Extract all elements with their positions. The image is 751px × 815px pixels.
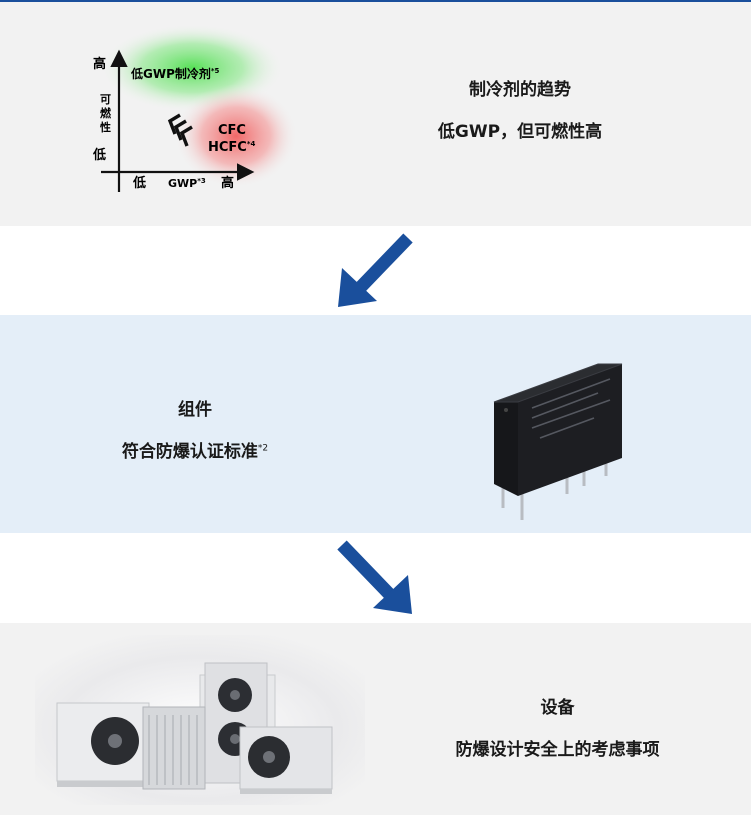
low-gwp-refrigerant-label: 低GWP制冷剂*5 [130, 66, 220, 81]
component-section: 组件 符合防爆认证标准*2 [0, 315, 751, 533]
section2-note: *2 [257, 443, 269, 454]
refrigerant-trend-section: 高 可 燃 性 低 低 GWP*3 高 低GWP制冷剂*5 CFC HCFC*4… [0, 2, 751, 226]
equipment-section: 设备 防爆设计安全上的考虑事项 [0, 623, 751, 815]
y-axis-low-label: 低 [92, 147, 106, 163]
section1-caption: 制冷剂的趋势 低GWP，但可燃性高 [420, 75, 620, 142]
trend-chevrons-icon [167, 113, 193, 147]
section1-title: 制冷剂的趋势 [469, 80, 571, 100]
section2-title: 组件 [178, 400, 212, 420]
y-axis-label-3: 性 [100, 120, 111, 134]
section1-subtitle: 低GWP，但可燃性高 [437, 122, 603, 142]
section2-subtitle-wrap: 符合防爆认证标准*2 [85, 437, 305, 462]
x-axis-high-label: 高 [221, 175, 234, 191]
cfc-zone [174, 84, 298, 188]
section3-subtitle: 防爆设计安全上的考虑事项 [455, 740, 660, 760]
arrow-down-right-icon [337, 540, 412, 614]
y-axis-high-label: 高 [93, 56, 106, 72]
cfc-label: CFC [218, 123, 246, 138]
x-axis-low-label: 低 [132, 175, 146, 191]
section3-caption: 设备 防爆设计安全上的考虑事项 [420, 693, 695, 760]
heat-pump-units-image [35, 635, 365, 805]
relay-image [493, 363, 623, 520]
section2-caption: 组件 符合防爆认证标准*2 [85, 395, 305, 462]
top-accent-line [0, 0, 751, 2]
hcfc-label: HCFC*4 [208, 140, 256, 155]
section2-subtitle: 符合防爆认证标准 [121, 442, 258, 462]
refrigerant-chart: 高 可 燃 性 低 低 GWP*3 高 低GWP制冷剂*5 CFC HCFC*4 [92, 24, 298, 192]
arrow-down-left-icon [338, 233, 413, 307]
y-axis-label-2: 燃 [99, 106, 112, 120]
y-axis-label-1: 可 [100, 93, 111, 106]
x-axis-label: GWP*3 [168, 177, 206, 190]
section3-title: 设备 [540, 698, 575, 718]
